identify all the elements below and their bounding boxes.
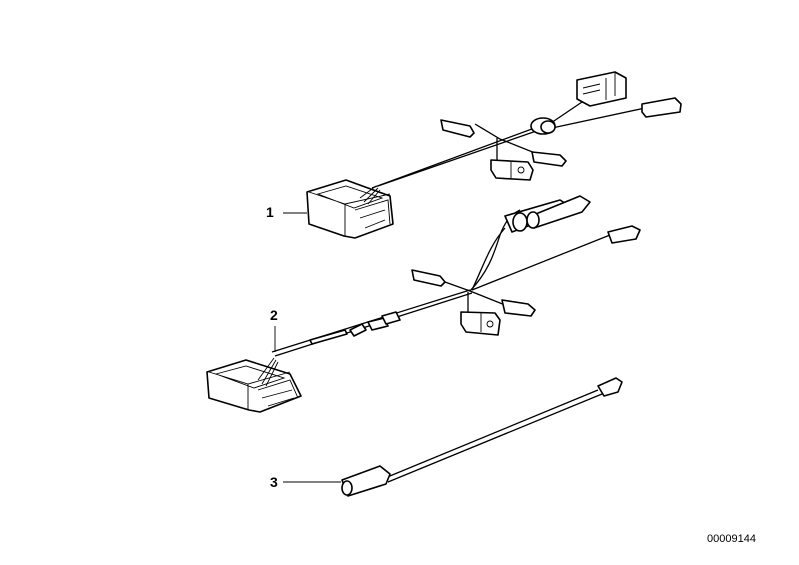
cable-part-3[interactable]	[341, 377, 623, 497]
diagram-code: 00009144	[707, 533, 756, 545]
part-number-label-2[interactable]: 2	[270, 307, 278, 323]
part-number-label-3[interactable]: 3	[270, 474, 278, 490]
part-number-label-1[interactable]: 1	[266, 204, 274, 220]
wiring-harness-part-2[interactable]	[206, 195, 641, 413]
wiring-harness-part-1[interactable]	[306, 71, 682, 239]
